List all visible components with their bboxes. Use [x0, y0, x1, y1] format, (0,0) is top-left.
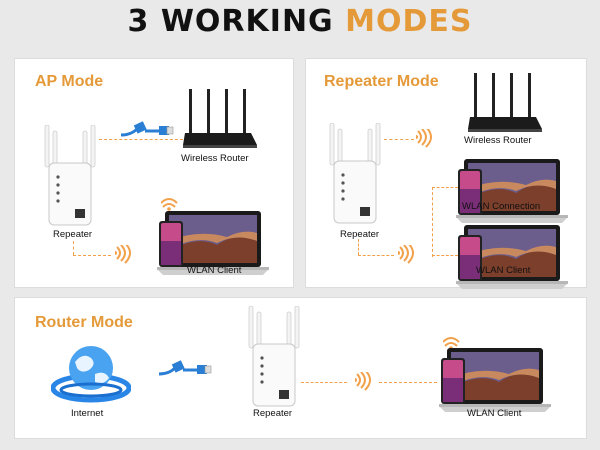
repeater-wlan-client-label: WLAN Client	[476, 265, 531, 276]
wireless-router-icon	[183, 89, 257, 148]
repeater-mode-panel: Repeater Mode Repeater Wireless Router W…	[305, 58, 587, 289]
router-dash-right	[379, 382, 437, 383]
repeater-dash-router	[384, 139, 414, 140]
router-dash-left	[301, 382, 347, 383]
repeater-repeater-label: Repeater	[340, 229, 380, 240]
laptop-icon	[456, 159, 568, 223]
wifi-signal-icon	[416, 129, 432, 148]
router-repeater-label: Repeater	[253, 408, 293, 419]
page-title: 3 WORKING MODES	[0, 4, 600, 39]
ap-mode-panel: AP Mode Repeater Wireless Router WLAN Cl…	[14, 58, 294, 288]
router-mode-panel: Router Mode Internet Repeater WLAN Clien…	[14, 297, 587, 439]
ethernet-cable-icon	[121, 121, 175, 137]
router-internet-label: Internet	[71, 408, 104, 419]
title-word-modes: MODES	[345, 4, 473, 39]
laptop-icon	[439, 348, 551, 412]
repeater-dash-bottom	[358, 255, 394, 256]
wifi-repeater-icon	[44, 125, 96, 226]
laptop-icon	[456, 225, 568, 289]
repeater-mode-title: Repeater Mode	[324, 73, 439, 90]
repeater-dash-conn	[432, 187, 458, 188]
wifi-signal-icon	[398, 245, 414, 264]
repeater-wireless-router-label: Wireless Router	[464, 135, 532, 146]
ap-dash-client	[73, 255, 111, 256]
wireless-router-icon	[468, 73, 542, 132]
ap-wireless-router-label: Wireless Router	[181, 153, 249, 164]
repeater-dash-down	[358, 239, 359, 255]
repeater-dash-vert	[432, 187, 433, 257]
ap-mode-title: AP Mode	[35, 73, 104, 90]
title-word-working: 3 WORKING	[127, 4, 334, 39]
ap-dash-router	[99, 139, 183, 140]
wifi-repeater-icon	[248, 306, 300, 407]
ethernet-cable-icon	[159, 360, 213, 376]
wifi-repeater-icon	[329, 123, 381, 224]
router-mode-title: Router Mode	[35, 314, 133, 331]
wifi-signal-icon	[355, 372, 371, 391]
ap-dash-down	[73, 241, 74, 255]
ap-wlan-client-label: WLAN Client	[187, 265, 242, 276]
router-wlan-client-label: WLAN Client	[467, 408, 522, 419]
repeater-wlan-connection-label: WLAN Connection	[462, 201, 541, 212]
internet-globe-icon	[51, 346, 131, 403]
wifi-signal-icon	[115, 245, 131, 264]
ap-repeater-label: Repeater	[53, 229, 93, 240]
repeater-dash-client	[432, 255, 458, 256]
wifi-signal-icon	[161, 198, 178, 211]
